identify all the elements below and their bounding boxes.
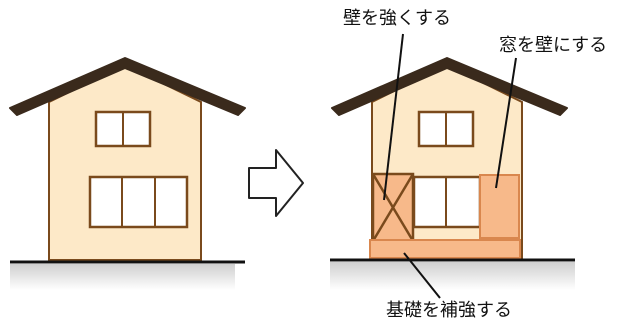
label-window-to-wall: 窓を壁にする	[499, 35, 607, 56]
before-house-wall	[48, 63, 202, 261]
before-ground-shadow	[10, 264, 235, 290]
label-strengthen-wall: 壁を強くする	[343, 8, 451, 29]
before-lower-window	[88, 175, 189, 229]
after-ground-shadow	[330, 262, 575, 290]
before-house-roof	[9, 57, 246, 116]
after-house-roof	[331, 57, 568, 116]
right-arrow-icon	[248, 149, 304, 217]
before-house	[9, 57, 246, 290]
window-converted-wall	[479, 174, 520, 239]
reinforced-foundation	[369, 239, 521, 259]
after-upper-window	[417, 110, 475, 148]
callout-line-foundation	[403, 252, 441, 299]
callout-line-window-to-wall	[495, 57, 517, 189]
after-lower-window	[412, 175, 482, 229]
after-house	[330, 57, 575, 290]
callout-line-strengthen-wall	[383, 33, 404, 201]
braced-wall-panel	[371, 172, 415, 243]
before-upper-window	[94, 110, 152, 148]
label-reinforce-foundation: 基礎を補強する	[386, 300, 512, 320]
